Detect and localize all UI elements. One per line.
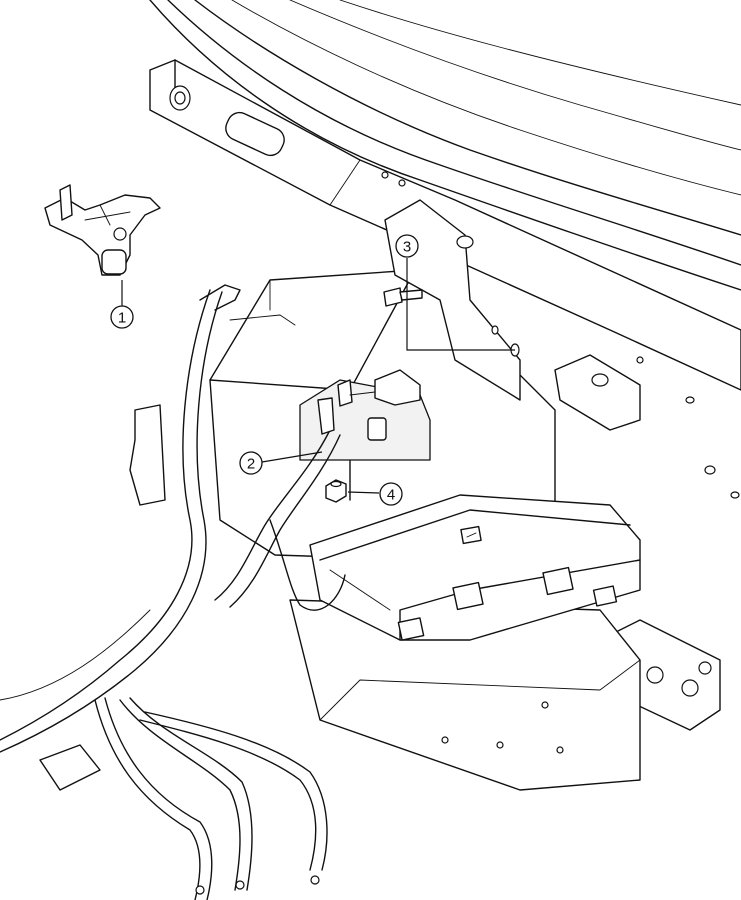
part-1-sensor [44,184,161,276]
callout-3-label: 3 [403,239,411,256]
lower-tray [289,599,641,791]
callout-1-label: 1 [118,310,126,327]
left-bracket [0,404,166,791]
lower-cables [94,697,328,900]
callout-3: 3 [395,234,419,258]
callout-1: 1 [110,305,134,329]
fender-outline [149,0,741,291]
part-4-nut [325,479,347,503]
part-3-bolt [383,287,423,307]
battery-terminal [317,369,421,435]
callout-2-label: 2 [247,456,255,473]
leader-lines [121,258,515,494]
callout-4-label: 4 [387,487,395,504]
fuse-box [309,494,641,641]
callout-4: 4 [379,482,403,506]
wiring-harness [0,284,346,753]
callout-2: 2 [239,451,263,475]
